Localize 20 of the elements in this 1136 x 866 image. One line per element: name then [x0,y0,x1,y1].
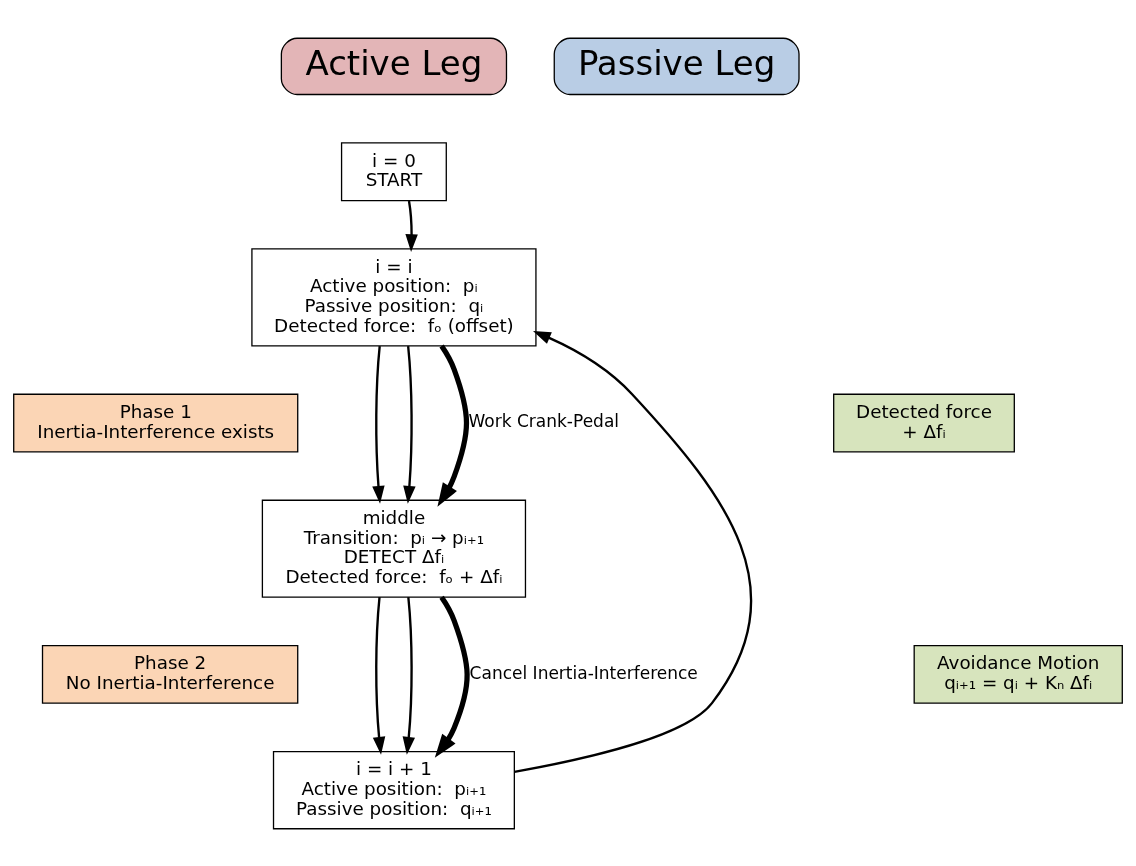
arrow [402,596,415,755]
arrow [372,345,385,504]
node-box: Avoidance Motion qᵢ₊₁ = qᵢ + Kₙ Δfᵢ [913,644,1123,704]
edge-label: Cancel Inertia-Interference [469,662,698,683]
node-box: Active Leg [280,37,508,95]
node-box: Passive Leg [553,37,800,95]
node-box: Phase 2 No Inertia-Interference [41,644,299,704]
arrow [434,595,470,758]
node-box: i = 0 START [340,141,447,201]
arrow [372,596,386,755]
arrow [405,200,418,252]
node-box: Detected force + Δfᵢ [833,393,1015,452]
arrow [403,345,416,504]
arrow [514,330,752,773]
arrow [437,344,470,507]
node-box: Phase 1 Inertia-Interference exists [13,393,299,452]
node-box: i = i Active position: pᵢ Passive position: qᵢ Detected force: fₒ (offset) [251,247,537,346]
node-box: i = i + 1 Active position: pᵢ₊₁ Passive position: qᵢ₊₁ [272,750,515,829]
edge-label: Work Crank-Pedal [468,410,620,431]
node-box: middle Transition: pᵢ → pᵢ₊₁ DETECT Δfᵢ Detected force: fₒ + Δfᵢ [261,499,527,598]
